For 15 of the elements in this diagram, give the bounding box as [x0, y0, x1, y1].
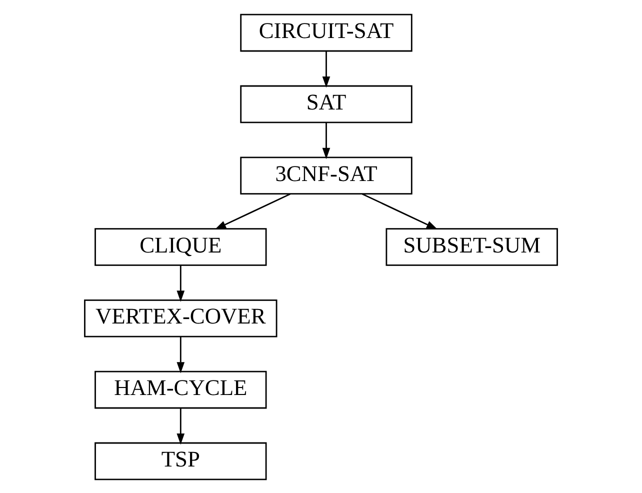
- node-box: CIRCUIT-SAT: [240, 13, 412, 52]
- node-box: SAT: [240, 84, 412, 123]
- node-box: HAM-CYCLE: [94, 370, 267, 408]
- node-box: VERTEX-COVER: [84, 299, 278, 337]
- arrow: [176, 264, 185, 302]
- node-box: SUBSET-SUM: [386, 228, 558, 266]
- arrow: [176, 408, 185, 444]
- node-box: TSP: [94, 442, 267, 480]
- arrow: [214, 192, 291, 229]
- arrow: [176, 336, 185, 373]
- arrow: [322, 50, 330, 88]
- node-box: 3CNF-SAT: [240, 156, 412, 194]
- arrow: [362, 192, 438, 229]
- node-box: CLIQUE: [94, 228, 267, 266]
- arrow: [322, 122, 330, 159]
